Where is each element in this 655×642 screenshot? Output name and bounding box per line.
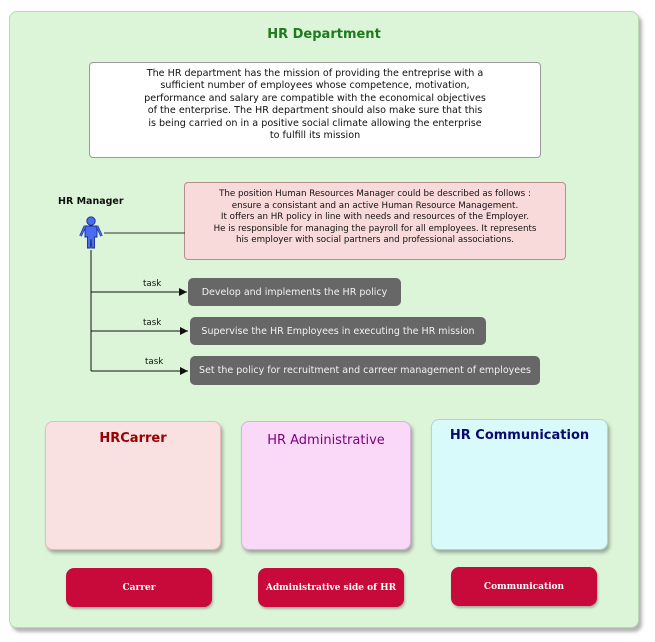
manager-description-line: his employer with social partners and pr… — [236, 235, 514, 246]
manager-description-line: It offers an HR policy in line with need… — [220, 212, 530, 223]
mission-line: sufficient number of employees whose com… — [160, 80, 470, 92]
communication-action[interactable]: Communication — [451, 567, 597, 606]
task-edge-label: task — [143, 279, 162, 289]
carrer-action[interactable]: Carrer — [66, 568, 212, 607]
hr-communication-title: HR Communication — [449, 428, 590, 443]
mission-line: of the enterprise. The HR department sho… — [147, 105, 483, 117]
mission-line: to fulfill its mission — [269, 130, 361, 142]
hr-manager-description: The position Human Resources Manager cou… — [184, 182, 566, 260]
manager-description-line: He is responsible for managing the payro… — [213, 223, 537, 234]
administrative-action[interactable]: Administrative side of HR — [258, 568, 404, 607]
mission-note: The HR department has the mission of pro… — [89, 62, 541, 158]
manager-description-line: The position Human Resources Manager cou… — [219, 189, 531, 199]
hr-manager-label: HR Manager — [58, 196, 124, 207]
hr-carrer-box[interactable]: HRCarrer — [45, 421, 221, 550]
hr-administrative-title: HR Administrative — [267, 433, 385, 448]
mission-line: The HR department has the mission of pro… — [146, 68, 484, 79]
hr-carrer-title: HRCarrer — [99, 431, 167, 446]
page-title: HR Department — [267, 27, 381, 42]
hr-communication-box[interactable]: HR Communication — [431, 419, 608, 550]
manager-description-line: ensure a consistant and an active Human … — [231, 200, 519, 211]
mission-line: performance and salary are compatible wi… — [144, 92, 486, 104]
hr-administrative-box[interactable]: HR Administrative — [241, 421, 411, 550]
task-recruitment-policy[interactable]: Set the policy for recruitment and carre… — [190, 356, 540, 385]
mission-line: is being carried on in a positive social… — [148, 117, 482, 129]
task-edge-label: task — [143, 318, 162, 328]
task-develop-hr-policy[interactable]: Develop and implements the HR policy — [188, 278, 401, 306]
task-edge-label: task — [145, 357, 164, 367]
task-supervise-hr-employees[interactable]: Supervise the HR Employees in executing … — [190, 317, 486, 345]
person-icon[interactable] — [79, 216, 103, 250]
